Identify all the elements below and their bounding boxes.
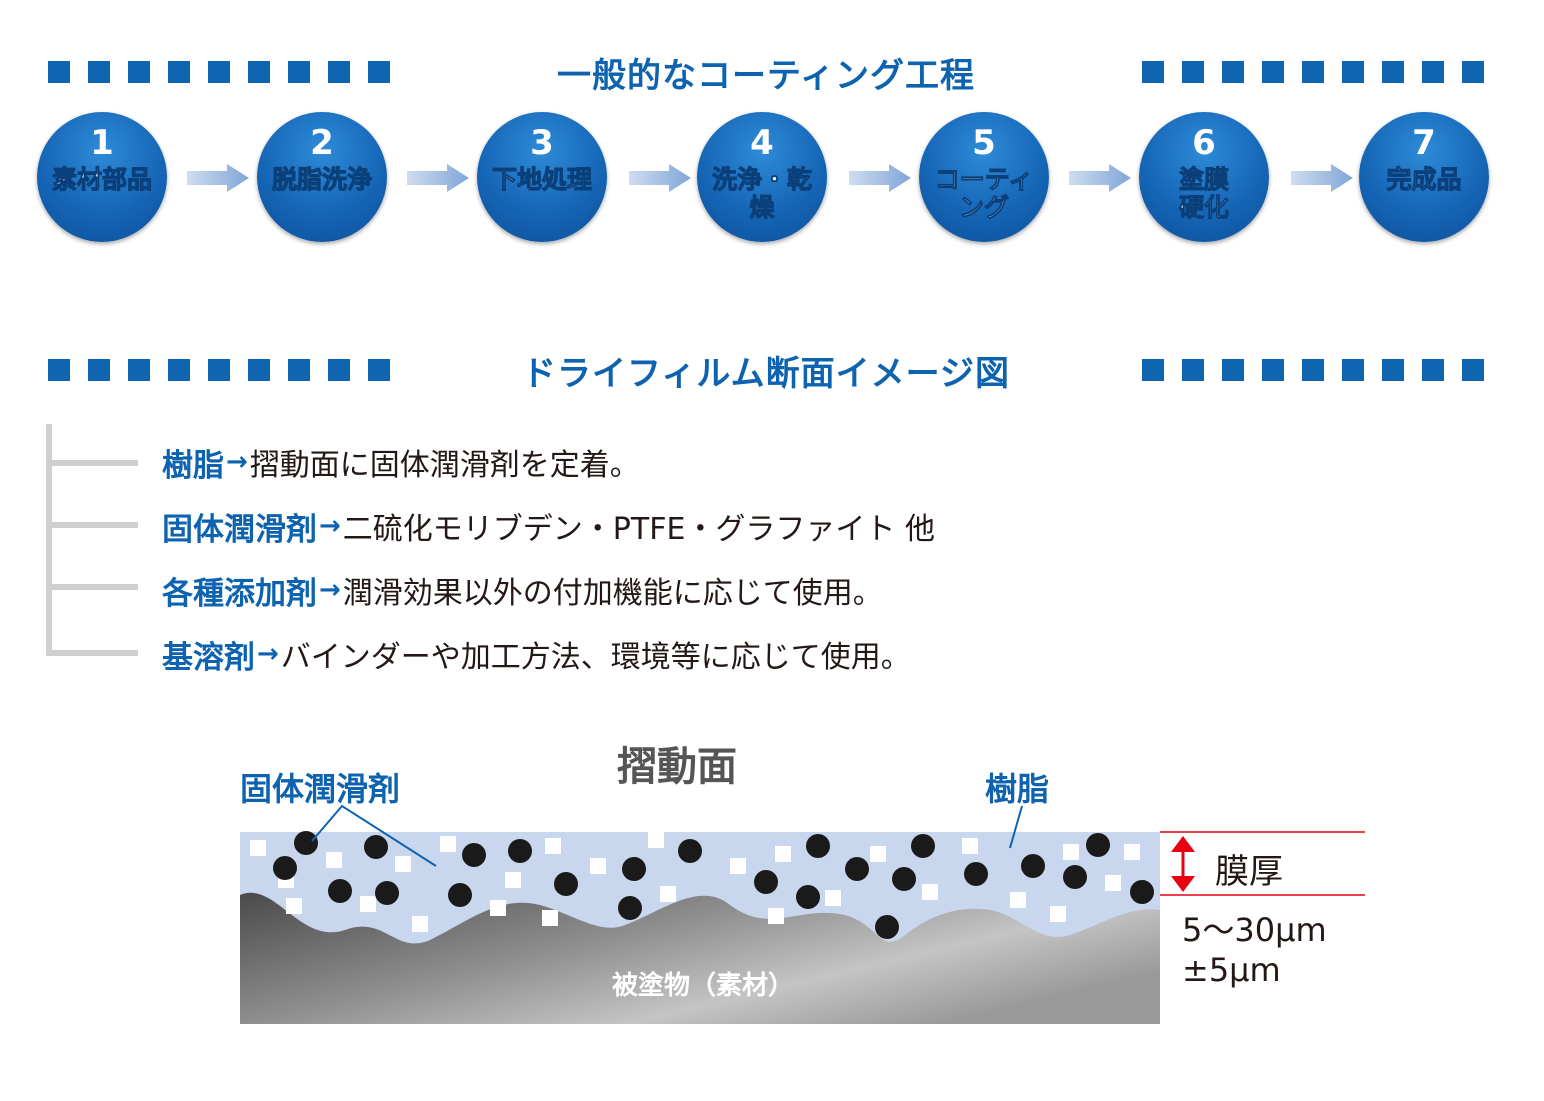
legend-desc: 潤滑効果以外の付加機能に応じて使用。 [342,576,883,611]
legend-item-resin: 樹脂 → 摺動面に固体潤滑剤を定着。 [162,440,640,484]
step-6: 6 塗膜 硬化 [1139,112,1269,242]
resin-label: 樹脂 [985,770,1050,808]
step-number: 3 [530,123,554,163]
step-label: 完成品 [1386,165,1462,194]
legend-item-solvent: 基溶剤 → バインダーや加工方法、環境等に応じて使用。 [162,632,911,676]
step-number: 4 [750,123,774,163]
dryfilm-title: ドライフィルム断面イメージ図 [522,353,1010,394]
step-number: 7 [1412,123,1436,163]
process-steps: 1 素材部品 2 脱脂洗浄 3 下地処理 4 洗浄・乾燥 5 コーティ ング 6… [37,112,1507,244]
legend-item-additives: 各種添加剤 → 潤滑効果以外の付加機能に応じて使用。 [162,568,883,612]
legend-arrow: → [226,447,248,477]
process-title: 一般的なコーティング工程 [557,55,975,96]
legend-tree [46,424,166,660]
substrate-label: 被塗物（素材） [612,971,795,1001]
header-decoration-right [1142,359,1484,381]
step-label: 素材部品 [51,165,152,194]
tree-branch [46,650,138,656]
thickness-range: 5〜30µm [1182,911,1327,949]
tree-trunk [46,424,52,656]
arrow-down-icon [1171,876,1195,892]
step-number: 5 [972,123,996,163]
legend-desc: 摺動面に固体潤滑剤を定着。 [249,448,640,483]
thickness-tolerance: ±5µm [1182,951,1281,989]
step-label: 洗浄・乾燥 [711,165,812,222]
process-header: 一般的なコーティング工程 [48,52,1484,96]
header-decoration-right [1142,61,1484,83]
arrow-up-icon [1171,836,1195,852]
arrow-right-icon [407,164,469,192]
solid-lubricant-label: 固体潤滑剤 [240,770,401,808]
arrow-right-icon [1069,164,1131,192]
step-4: 4 洗浄・乾燥 [697,112,827,242]
legend-arrow: → [257,639,279,669]
legend-term: 各種添加剤 [162,575,317,612]
arrow-right-icon [1291,164,1353,192]
step-1: 1 素材部品 [37,112,167,242]
legend-term: 固体潤滑剤 [162,511,317,548]
legend-term: 樹脂 [162,447,224,484]
tree-branch [46,584,138,590]
resin-leader [1009,805,1023,849]
film-thickness-label: 膜厚 [1215,852,1283,892]
step-number: 1 [90,123,114,163]
step-7: 7 完成品 [1359,112,1489,242]
header-decoration-left [48,61,390,83]
legend-item-solid-lubricant: 固体潤滑剤 → 二硫化モリブデン・PTFE・グラファイト 他 [162,504,935,548]
legend-term: 基溶剤 [162,639,255,676]
solid-lubricant-particles [273,831,1154,939]
solid-lubricant-leader [311,804,437,867]
step-number: 2 [310,123,334,163]
header-decoration-left [48,359,390,381]
legend-desc: 二硫化モリブデン・PTFE・グラファイト 他 [342,512,935,547]
arrow-right-icon [629,164,691,192]
step-5: 5 コーティ ング [919,112,1049,242]
step-label: コーティ ング [934,165,1034,222]
step-label: 下地処理 [491,165,592,194]
step-2: 2 脱脂洗浄 [257,112,387,242]
step-3: 3 下地処理 [477,112,607,242]
tree-branch [46,460,138,466]
step-label: 脱脂洗浄 [271,165,372,194]
legend-arrow: → [319,511,341,541]
legend-arrow: → [319,575,341,605]
substrate [240,892,1160,1024]
arrow-right-icon [187,164,249,192]
arrow-right-icon [849,164,911,192]
step-label: 塗膜 硬化 [1178,165,1229,222]
sliding-surface-label: 摺動面 [617,744,737,790]
dryfilm-header: ドライフィルム断面イメージ図 [48,350,1484,394]
step-number: 6 [1192,123,1216,163]
legend-desc: バインダーや加工方法、環境等に応じて使用。 [280,640,911,675]
tree-branch [46,522,138,528]
